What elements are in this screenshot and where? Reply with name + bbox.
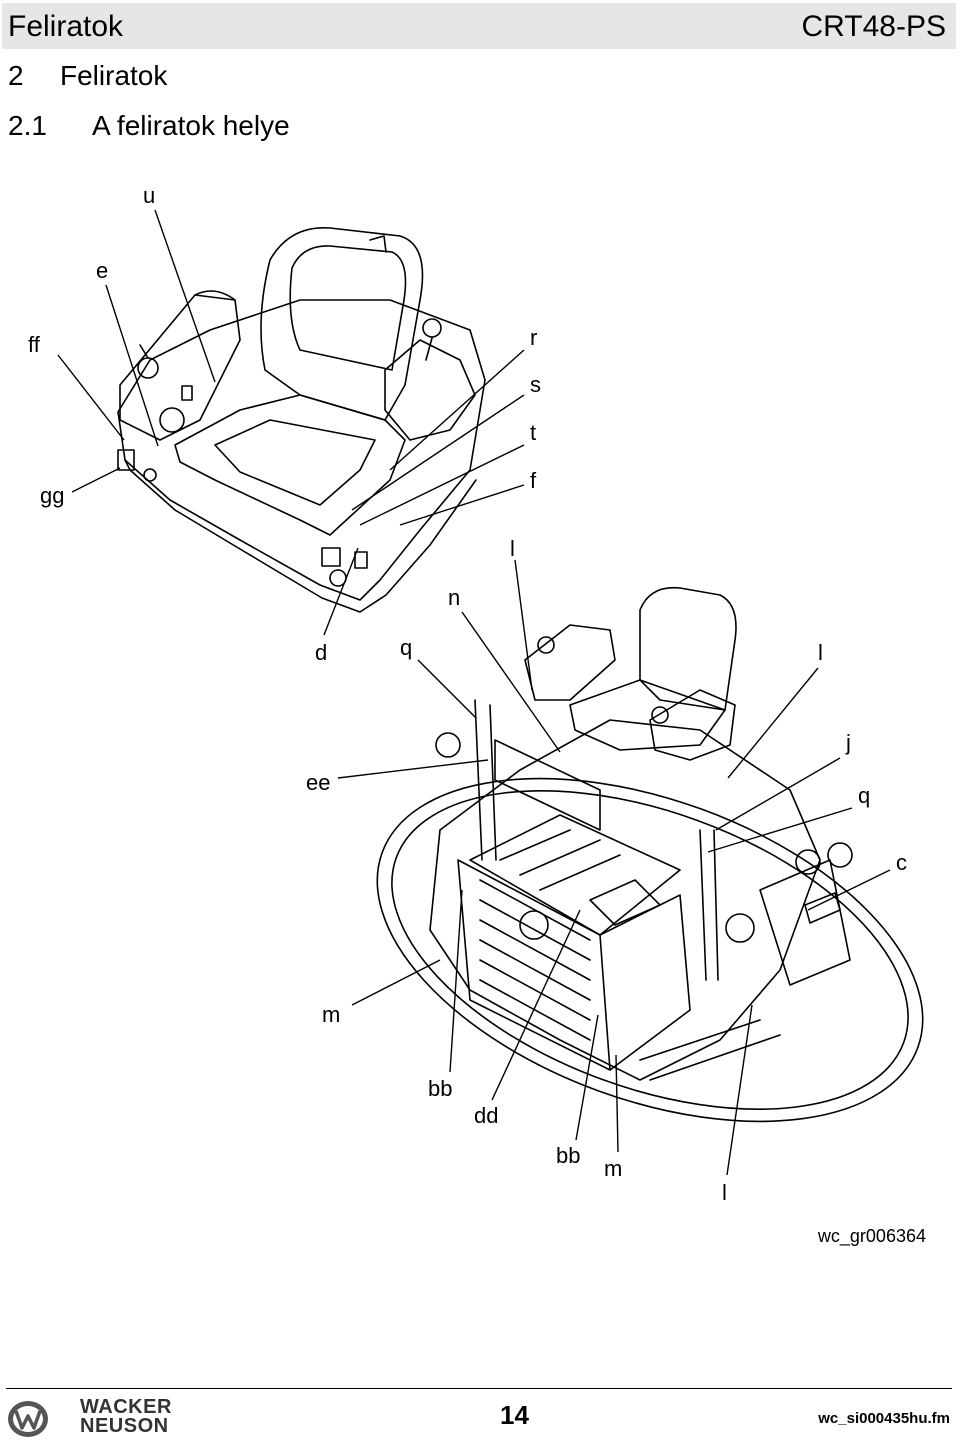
section-title: Feliratok (60, 60, 168, 91)
upper-platform-edge (124, 459, 477, 613)
rear-seat-cushion (569, 679, 726, 751)
rear-left-console (524, 624, 616, 701)
callout-u: u (143, 183, 155, 208)
header-bar (2, 3, 956, 49)
guard-ring-outer (376, 777, 924, 1123)
brand-line-2: NEUSON (80, 1415, 169, 1437)
callout-bb-left: bb (428, 1076, 452, 1101)
wacker-neuson-logo-icon (8, 1401, 48, 1437)
callout-c: c (896, 850, 907, 875)
footer-rule (6, 1388, 952, 1389)
chapter-title: Feliratok (8, 10, 124, 43)
crt48-decal-panel (494, 739, 601, 831)
left-console-top (194, 290, 236, 301)
callout-l-right: l (818, 640, 823, 665)
machine-frame (429, 719, 821, 1081)
callout-ee: ee (306, 770, 330, 795)
callout-m-right: m (604, 1156, 622, 1181)
callout-ff: ff (28, 332, 41, 357)
page-number: 14 (500, 1400, 529, 1430)
callout-gg: gg (40, 483, 64, 508)
side-panel (599, 894, 691, 1071)
callout-m-left: m (322, 1002, 340, 1027)
section-number: 2 (8, 60, 24, 91)
left-column (474, 699, 497, 861)
right-column (699, 829, 719, 981)
wacker-emblem (519, 910, 549, 940)
subsection-number: 2.1 (8, 110, 47, 141)
callout-bb-right: bb (556, 1143, 580, 1168)
model-name: CRT48-PS (801, 10, 947, 43)
callout-s: s (530, 372, 541, 397)
callout-r: r (530, 325, 537, 350)
figure-reference: wc_gr006364 (817, 1226, 926, 1246)
subsection-title: A feliratok helye (92, 110, 290, 141)
right-joystick (422, 318, 442, 338)
brand-line-1: WACKER (80, 1396, 172, 1418)
callout-l-bottom: l (722, 1180, 727, 1205)
callout-t: t (530, 420, 536, 445)
seat-back (260, 227, 424, 421)
callout-q-right: q (858, 783, 870, 808)
callout-l-top: l (510, 536, 515, 561)
left-joystick (137, 357, 159, 379)
upper-platform-outline (117, 299, 486, 601)
callout-dd: dd (474, 1103, 498, 1128)
engine-cover (469, 814, 681, 936)
callout-d: d (315, 640, 327, 665)
seat-cushion (174, 394, 406, 536)
left-console (119, 294, 241, 441)
seat-cushion-inner (214, 419, 376, 506)
guard-ring-inner (391, 790, 909, 1110)
callout-q-left: q (400, 635, 412, 660)
callout-e: e (96, 258, 108, 283)
callout-n: n (448, 585, 460, 610)
file-name: wc_si000435hu.fm (818, 1410, 950, 1427)
callout-j: j (845, 730, 851, 755)
seat-back-inner (289, 245, 407, 371)
rear-seat-back (639, 586, 737, 711)
right-console (384, 339, 476, 441)
rear-right-console (649, 689, 736, 761)
brand-wordmark: WACKER NEUSON (80, 1396, 172, 1437)
callout-f: f (530, 468, 537, 493)
